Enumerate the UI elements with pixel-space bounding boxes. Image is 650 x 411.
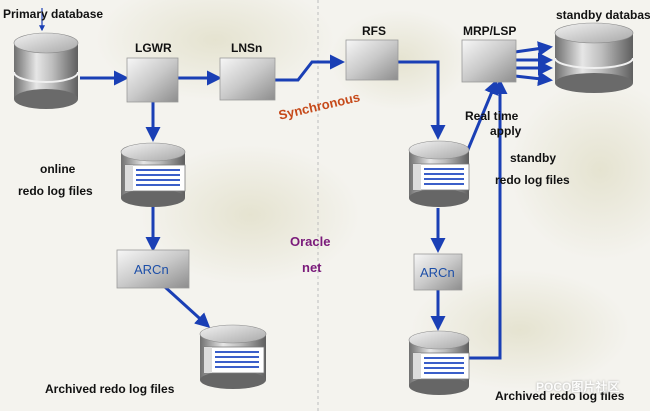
standby-redo-label-line1: standby: [510, 151, 557, 165]
lgwr-box: [126, 57, 179, 103]
arrow-arcn-to-archived: [163, 285, 211, 329]
primary-database-label: Primary database: [3, 7, 104, 21]
arrow-mrp-to-standby-db-4: [514, 71, 553, 87]
archived-left-label: Archived redo log files: [45, 382, 175, 396]
arcn-right-label: ARCn: [420, 265, 455, 280]
arrow-lnsn-to-rfs: [275, 54, 345, 82]
standby-database-label: standby database: [556, 8, 650, 22]
arcn-left-box: [116, 249, 190, 289]
primary-database-cylinder: [13, 32, 79, 109]
archived-right-label: Archived redo log files: [495, 389, 625, 403]
document-icon: [203, 346, 265, 374]
oracle-net-label-line2: net: [302, 260, 322, 275]
rfs-box: [345, 39, 399, 81]
online-redo-log-cylinder: [120, 142, 186, 207]
connections: [39, 8, 553, 360]
rfs-label: RFS: [362, 24, 386, 38]
mrp-lsp-label: MRP/LSP: [463, 24, 517, 38]
lgwr-label: LGWR: [135, 41, 172, 55]
real-time-apply-label-line1: Real time: [465, 109, 519, 123]
document-icon: [412, 163, 470, 191]
arrow-rfs-to-standby-redo: [398, 60, 446, 140]
document-icon: [412, 352, 470, 380]
real-time-apply-label-line2: apply: [490, 124, 522, 138]
arrow-mrp-to-standby-db-1: [514, 41, 553, 57]
arrow-archived-to-mrp: [466, 79, 508, 360]
archived-redo-log-cylinder-left: [199, 324, 267, 389]
arcn-left-label: ARCn: [134, 262, 169, 277]
arcn-right-box: [413, 253, 463, 291]
lnsn-label: LNSn: [231, 41, 263, 55]
mrp-lsp-box: [461, 39, 517, 83]
online-redo-label-line1: online: [40, 162, 76, 176]
standby-database-cylinder: [554, 22, 634, 93]
standby-redo-log-cylinder: [408, 140, 470, 207]
lnsn-box: [219, 57, 276, 101]
arrow-realtime-apply: [465, 79, 499, 153]
archived-redo-log-cylinder-right: [408, 330, 470, 395]
document-icon: [124, 164, 186, 192]
online-redo-label-line2: redo log files: [18, 184, 93, 198]
watermark: POCO图片社区: [536, 380, 620, 394]
oracle-net-label-line1: Oracle: [290, 234, 331, 249]
standby-redo-label-line2: redo log files: [495, 173, 570, 187]
